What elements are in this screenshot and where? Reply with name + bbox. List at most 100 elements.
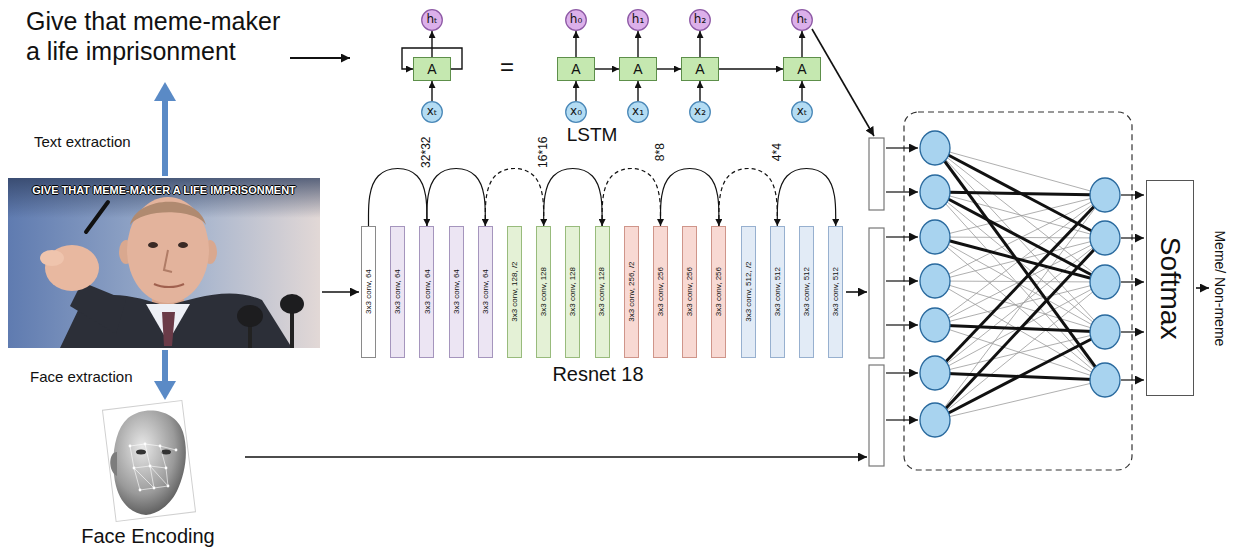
feature-arrow — [812, 29, 874, 136]
node-text: 3x3 conv, 512 — [831, 267, 840, 316]
face-encoding-figure — [110, 452, 117, 476]
neuron-circle — [920, 131, 1120, 437]
network-weight-line — [935, 238, 1105, 373]
node-text: h₂ — [694, 13, 706, 27]
feature-arrow — [322, 291, 359, 293]
equals-sign: = — [500, 53, 514, 82]
meme-photo — [8, 178, 320, 348]
art-shape — [175, 449, 178, 452]
neuron-circle — [920, 175, 950, 209]
node-text: A — [633, 61, 642, 77]
node-text: x₁ — [632, 105, 644, 119]
meme-photo — [162, 312, 175, 346]
connector-arrow — [595, 68, 619, 69]
connector-arrow — [699, 31, 700, 57]
feature-vector-bar — [869, 138, 884, 466]
network-weight-line — [935, 192, 1105, 380]
circle-outline — [566, 102, 587, 123]
extraction-arrow — [162, 100, 168, 176]
skip-connection — [661, 169, 719, 227]
strong-weight-line — [935, 148, 1105, 420]
node-text: 3x3 conv, 64 — [364, 270, 373, 315]
conv-layer-box: 3x3 conv, 64 — [449, 226, 464, 358]
circle-outline — [792, 102, 813, 123]
strong-weight-line — [935, 238, 1105, 420]
feature-arrow — [245, 29, 874, 457]
node-text: hₜ — [426, 13, 437, 27]
node-text: 3x3 conv, 128, /2 — [510, 262, 519, 322]
art-shape — [167, 485, 170, 488]
network-weight-line — [935, 195, 1105, 237]
component-label: Face Encoding — [81, 525, 214, 547]
network-weight-line — [935, 238, 1105, 325]
art-shape — [129, 443, 178, 492]
circle-outline — [628, 10, 649, 31]
network-weight-line — [935, 195, 1105, 420]
connector-arrow — [575, 31, 576, 57]
text-to-lstm-arrow — [290, 57, 350, 59]
input-arrow — [886, 191, 918, 192]
network-weight-line — [935, 237, 1105, 282]
face-encoding-figure — [161, 450, 171, 455]
conv-layer-box: 3x3 conv, 128 — [536, 226, 551, 358]
neuron-circle — [920, 220, 950, 254]
output-arrow — [1121, 237, 1144, 238]
output-arrow — [1121, 379, 1144, 380]
circle-outline — [422, 102, 443, 123]
node-text: 3x3 conv, 256 — [685, 267, 694, 316]
meme-photo — [280, 294, 304, 314]
lstm-cell: A — [413, 57, 451, 81]
connector-group — [369, 31, 836, 226]
feature-map-size: 4*4 — [770, 141, 784, 163]
feature-vector-bar — [869, 228, 884, 358]
circle-outline — [566, 10, 587, 31]
hidden-state-circle: h₀ — [565, 9, 587, 31]
circle-outline — [422, 10, 443, 31]
art-shape — [149, 465, 152, 468]
network-weight-line — [935, 148, 1105, 420]
network-weight-line — [935, 148, 1105, 195]
meme-photo — [178, 242, 188, 248]
face-encoding-figure — [102, 401, 195, 522]
conv-layer-box: 3x3 conv, 256 — [711, 226, 726, 358]
input-text: Give that meme-maker a life imprisonment — [26, 6, 288, 66]
neuron-circle — [920, 264, 950, 298]
component-label: Resnet 18 — [448, 362, 748, 386]
meme-photo — [148, 242, 158, 248]
node-text: 3x3 conv, 128 — [568, 267, 577, 316]
softmax-box: Softmax — [1146, 180, 1194, 396]
conv-layer-box: 3x3 conv, 512 — [828, 226, 843, 358]
connector-arrow — [431, 31, 432, 57]
face-encoding-figure — [136, 450, 146, 455]
connector-arrow — [637, 81, 638, 101]
circle-outline — [792, 10, 813, 31]
meme-photo — [237, 305, 263, 327]
lstm-cell: A — [681, 57, 719, 81]
input-arrow — [886, 419, 918, 420]
connector-arrow — [657, 68, 681, 69]
network-weight-line — [935, 148, 1105, 238]
meme-photo — [86, 202, 108, 232]
strong-weight-line — [935, 237, 1105, 282]
skip-connection — [485, 169, 543, 227]
connector-arrow — [719, 68, 783, 69]
feature-arrow — [245, 456, 867, 458]
node-text: A — [797, 61, 806, 77]
network-weight-line — [935, 281, 1105, 332]
extraction-arrow — [162, 350, 168, 382]
component-label: Resnet 18 — [552, 363, 643, 385]
neuron-circle — [1090, 315, 1120, 349]
connector-arrow — [801, 31, 802, 57]
network-weight-line — [935, 148, 1105, 332]
feature-vector-bar — [869, 138, 884, 210]
node-text: 3x3 conv, 128 — [598, 267, 607, 316]
meme-photo — [290, 310, 294, 348]
skip-connection — [777, 169, 835, 227]
network-weight-line — [935, 282, 1105, 420]
classifier-frame — [904, 112, 1132, 470]
input-text: Give that meme-maker a life imprisonment — [26, 7, 280, 65]
conv-layer-box: 3x3 conv, 64 — [478, 226, 493, 358]
conv-layer-box: 3x3 conv, 64 — [390, 226, 405, 358]
